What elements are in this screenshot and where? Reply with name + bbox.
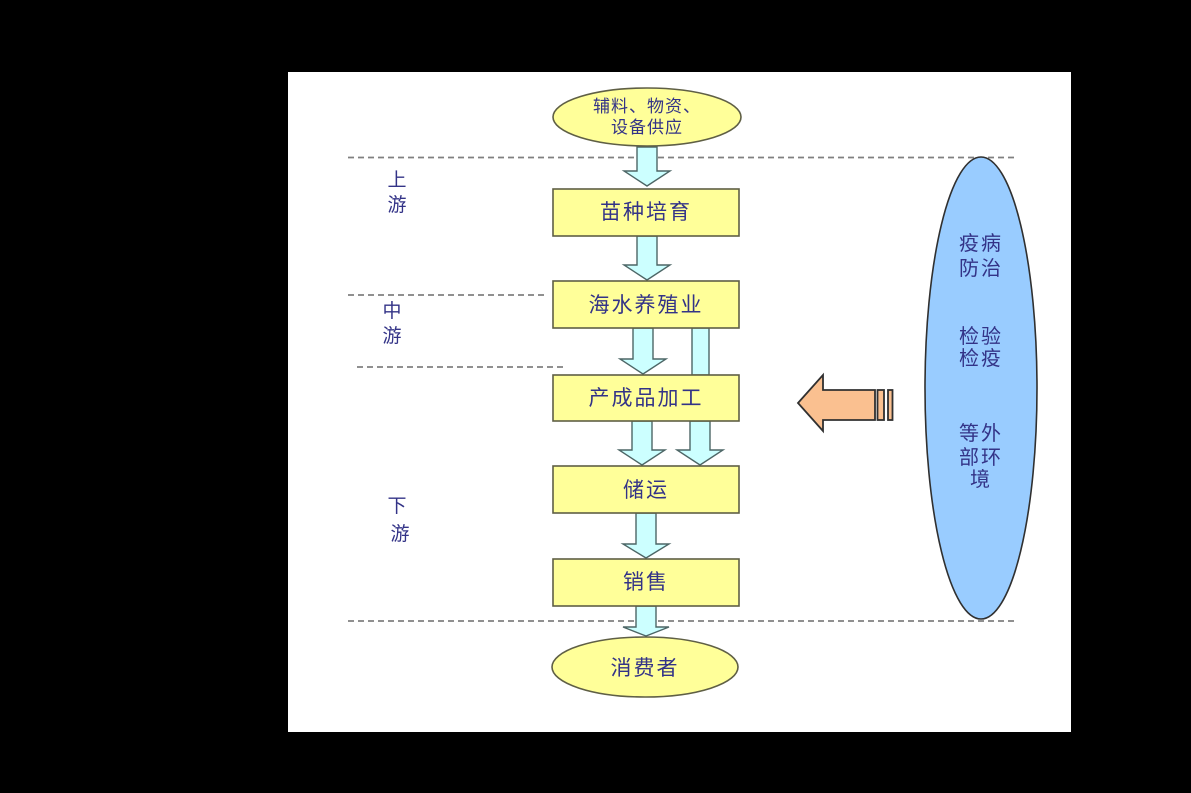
- flow-arrow-bypass-to-storage: [674, 420, 726, 466]
- stage-label-seedling: 苗种培育: [600, 200, 692, 224]
- section-label-midstream: 中 游: [382, 300, 401, 347]
- stage-box-aquaculture: [552, 280, 740, 329]
- environment-label: 检验: [959, 324, 1003, 348]
- section-label-char: 下: [387, 495, 406, 517]
- stage-box-sales: [552, 558, 740, 607]
- environment-label: 疫病: [959, 231, 1003, 255]
- section-label-char: 上: [387, 169, 406, 191]
- influence-arrow-stripe: [876, 389, 885, 421]
- flow-arrow-supply-to-seedling: [621, 146, 673, 187]
- flow-band-aquaculture-bypass: [691, 327, 710, 376]
- environment-label: 防治: [959, 256, 1003, 280]
- consumer-ellipse: [551, 636, 739, 698]
- environment-label: 检疫: [959, 346, 1003, 370]
- section-label-char: 中: [382, 300, 401, 322]
- stage-label-aquaculture: 海水养殖业: [589, 293, 704, 317]
- flow-arrow-aquaculture-to-processing: [617, 327, 669, 375]
- section-label-downstream: 下 游: [387, 495, 409, 545]
- section-label-upstream: 上 游: [387, 169, 406, 216]
- supply-label-line1: 辅料、物资、: [593, 97, 701, 117]
- stage-label-storage: 储运: [623, 478, 669, 502]
- stage-box-processing: [552, 374, 740, 422]
- section-label-char: 游: [390, 523, 409, 545]
- flow-arrow-storage-to-sales: [620, 512, 672, 559]
- environment-label: 等外: [959, 421, 1003, 445]
- influence-arrow-stripe: [887, 389, 894, 421]
- supply-label-line2: 设备供应: [611, 118, 683, 138]
- section-label-char: 游: [382, 325, 401, 347]
- flow-arrow-seedling-to-aquaculture: [621, 235, 673, 281]
- stage-box-storage: [552, 465, 740, 514]
- supply-ellipse: [552, 87, 742, 147]
- consumer-label: 消费者: [611, 656, 680, 680]
- stage-label-sales: 销售: [623, 570, 669, 594]
- stage-box-seedling: [552, 188, 740, 237]
- stage-label-processing: 产成品加工: [589, 386, 704, 410]
- environment-ellipse: [924, 156, 1038, 620]
- environment-label: 部环: [959, 445, 1003, 469]
- influence-arrow: [796, 372, 894, 434]
- section-label-char: 游: [387, 194, 406, 216]
- environment-label: 境: [970, 467, 992, 491]
- flow-arrow-sales-to-consumer: [622, 605, 670, 637]
- flow-arrow-processing-to-storage: [616, 420, 668, 466]
